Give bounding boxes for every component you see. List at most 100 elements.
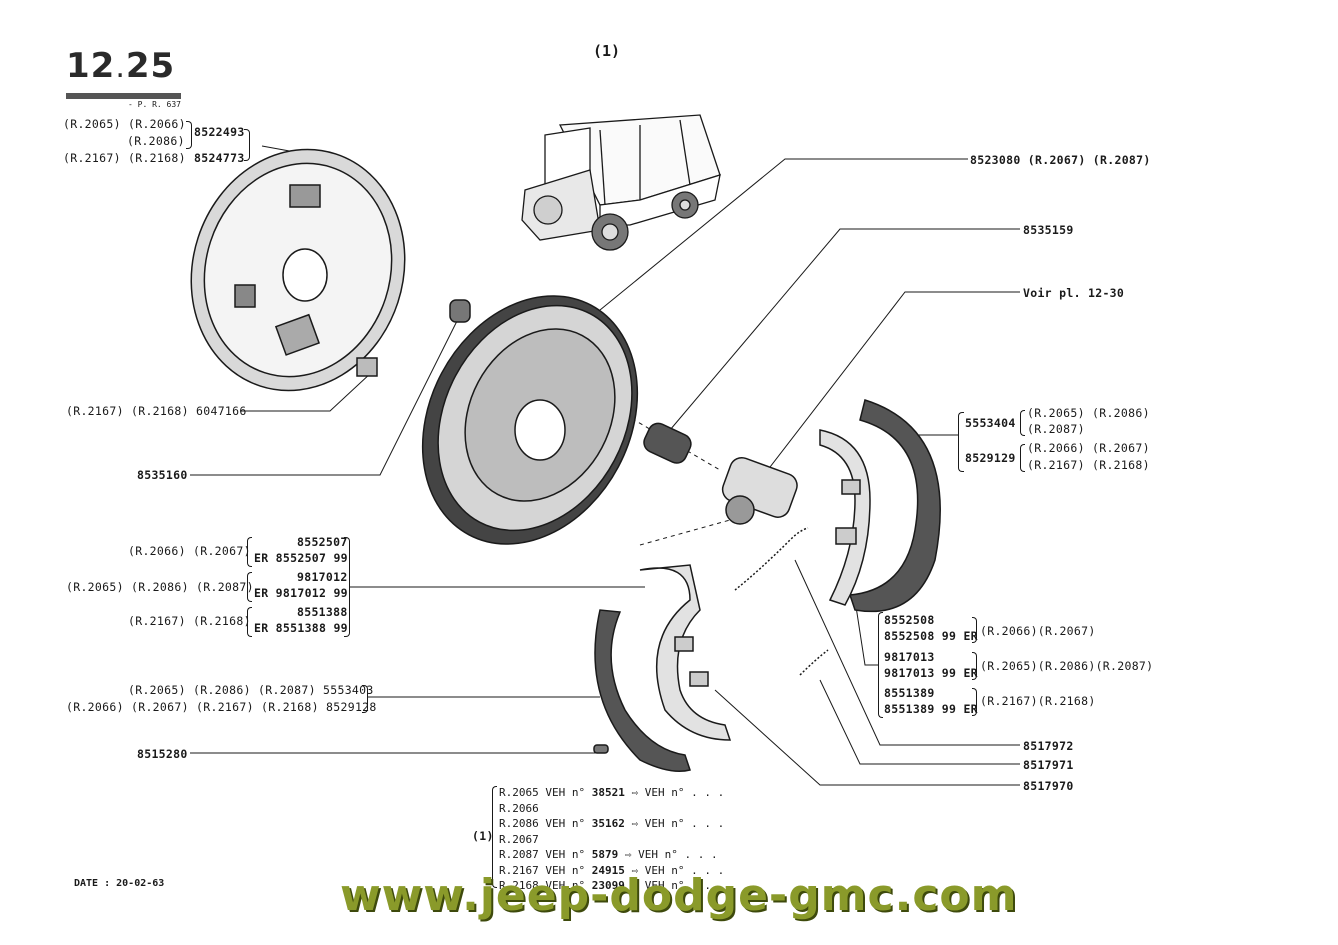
label-plate-models-1: (R.2065) (R.2066) [63, 117, 186, 131]
part-8535159: 8535159 [1023, 223, 1074, 237]
footnote-num: 23099 [591, 879, 625, 892]
footnote-model: R.2168 [499, 879, 539, 892]
brace-plate-a [186, 121, 192, 149]
footnote-tail: VEH n° . . . [644, 786, 725, 799]
watermark: www.jeep-dodge-gmc.com [340, 870, 1018, 921]
leader-8517971 [819, 679, 1020, 765]
part-8552508-99: 8552508 99 ER [884, 629, 978, 643]
footnote-marker: (1) [472, 829, 494, 843]
part-8522493: 8522493 [194, 125, 245, 139]
leader-lining-right [854, 599, 878, 666]
footnote-ven: VEH n° [545, 786, 586, 799]
footnote-marker-top: (1) [593, 42, 621, 60]
brace-9817013 [972, 652, 977, 680]
refs-5553404-2: (R.2087) [1027, 422, 1085, 436]
footnote-row: R.2066 [499, 802, 539, 815]
footnote-row: R.2086 VEH n° 35162 ⇨ VEH n° . . . [499, 817, 724, 830]
refs-8529129-2: (R.2167) (R.2168) [1027, 458, 1150, 472]
footnote-arrow: ⇨ [631, 817, 639, 830]
footnote-model: R.2067 [499, 832, 539, 846]
refs-8529129-1: (R.2066) (R.2067) [1027, 441, 1150, 455]
page-number: 12.25 [66, 46, 176, 86]
brace-shoe-right [958, 412, 964, 472]
brace-5553404 [1020, 410, 1025, 436]
footnote-model: R.2066 [499, 801, 539, 815]
part-8515280: 8515280 [137, 747, 188, 761]
label-shoe-left-1: (R.2065) (R.2086) (R.2087) 5553403 [128, 683, 374, 697]
footnote-ven: VEH n° [545, 848, 586, 861]
part-8551388: 8551388 [297, 605, 348, 619]
part-9817012: 9817012 [297, 570, 348, 584]
footnote-model: R.2065 [499, 786, 539, 799]
footnote-model: R.2086 [499, 817, 539, 830]
brace-shoe-left [362, 685, 368, 713]
date-label: DATE : 20-02-63 [74, 878, 165, 889]
footnote-brace [492, 786, 497, 888]
part-9817012-99: ER 9817012 99 [254, 586, 348, 600]
footnote-num: 5879 [591, 848, 619, 861]
part-5553404: 5553404 [965, 416, 1016, 430]
footnote-arrow: ⇨ [631, 863, 639, 877]
footnote-row: R.2168 VEH n° 23099 ⇨ VEH n° . . . [499, 879, 724, 892]
footnote-arrow: ⇨ [624, 848, 632, 861]
part-8551389-99: 8551389 99 ER [884, 702, 978, 716]
label-plate-models-2: (R.2086) [127, 134, 185, 148]
leader-8517970 [714, 689, 1020, 786]
footnote-num: 38521 [591, 786, 625, 799]
part-8523080: 8523080 (R.2067) (R.2087) [970, 153, 1151, 167]
refs-9817013: (R.2065)(R.2086)(R.2087) [980, 659, 1154, 673]
brace-lining-left-1 [247, 537, 252, 567]
brace-lining-left-2 [247, 572, 252, 602]
part-8552507-99: ER 8552507 99 [254, 551, 348, 565]
footnote-row: R.2067 [499, 833, 539, 846]
footnote-row: R.2087 VEH n° 5879 ⇨ VEH n° . . . [499, 848, 718, 861]
brace-lining-right [878, 612, 883, 718]
part-9817013-99: 9817013 99 ER [884, 666, 978, 680]
footnote-ven: VEH n° [545, 863, 586, 877]
brace-plate-b [244, 129, 250, 161]
part-8517972: 8517972 [1023, 739, 1074, 753]
leader-8517972 [794, 559, 1020, 746]
footnote-ven: VEH n° [545, 879, 586, 892]
refs-lining-left-3: (R.2167) (R.2168) [128, 614, 251, 628]
part-8551388-99: ER 8551388 99 [254, 621, 348, 635]
leader-8523080 [599, 158, 968, 311]
part-9817013: 9817013 [884, 650, 935, 664]
footnote-model: R.2167 [499, 863, 539, 877]
page-reference: - P. R. 637 [128, 100, 181, 109]
leader-voir [759, 291, 1020, 481]
refs-8552508: (R.2066)(R.2067) [980, 624, 1096, 638]
part-8517970: 8517970 [1023, 779, 1074, 793]
footnote-tail: VEH n° . . . [644, 879, 725, 892]
footnote-tail: VEH n° . . . [638, 848, 718, 861]
refs-lining-left-1: (R.2066) (R.2067) [128, 544, 251, 558]
leader-8535160 [190, 314, 461, 476]
brace-8552508 [972, 617, 977, 643]
footnote-num: 24915 [591, 863, 625, 877]
footnote-arrow: ⇨ [631, 879, 639, 892]
footnote-num: 35162 [591, 817, 625, 830]
brake-drum-drawing [421, 295, 639, 545]
footnote-arrow: ⇨ [631, 786, 639, 799]
voir-reference: Voir pl. 12-30 [1023, 286, 1125, 300]
brace-lining-left [344, 537, 350, 637]
footnote-ven: VEH n° [545, 817, 586, 830]
part-8524773: 8524773 [194, 151, 245, 165]
refs-5553404-1: (R.2065) (R.2086) [1027, 406, 1150, 420]
footnote-row: R.2167 VEH n° 24915 ⇨ VEH n° . . . [499, 864, 724, 877]
part-8551389: 8551389 [884, 686, 935, 700]
refs-8551389: (R.2167)(R.2168) [980, 694, 1096, 708]
part-8517971: 8517971 [1023, 758, 1074, 772]
part-8552507: 8552507 [297, 535, 348, 549]
leader-6047166 [240, 371, 373, 412]
brace-8529129 [1020, 444, 1025, 472]
label-plate-models-3: (R.2167) (R.2168) [63, 151, 186, 165]
brake-shoe-left-drawing [593, 564, 732, 772]
label-shoe-left-2: (R.2066) (R.2067) (R.2167) (R.2168) 8529… [66, 700, 377, 714]
brace-lining-left-3 [247, 607, 252, 637]
page-number-bar [66, 93, 181, 99]
footnote-tail: VEH n° . . . [644, 863, 725, 877]
brake-shoe-right-drawing [819, 399, 941, 613]
part-6047166: (R.2167) (R.2168) 6047166 [66, 404, 247, 418]
